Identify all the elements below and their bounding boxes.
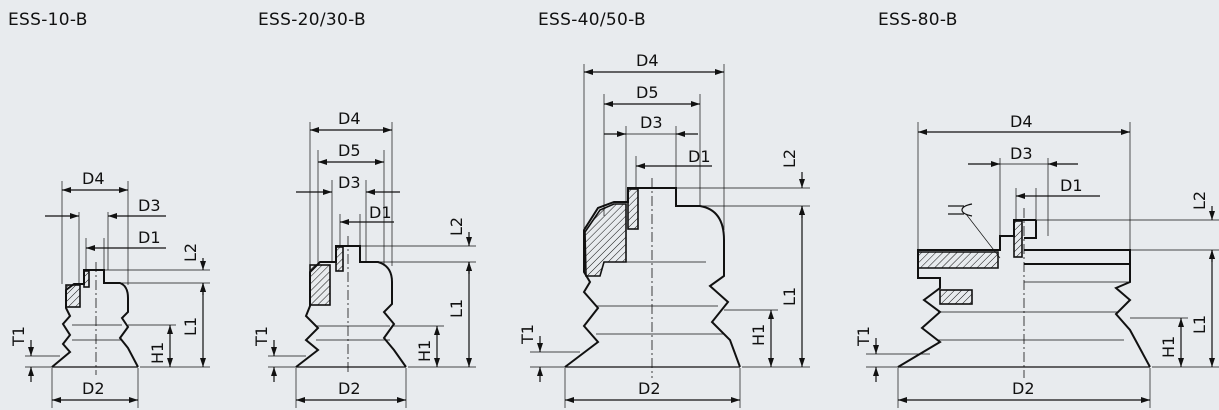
dim-l1: L1: [1190, 315, 1209, 334]
dim-l2: L2: [780, 149, 799, 168]
dim-d5: D5: [636, 83, 659, 102]
dim-d3: D3: [1010, 144, 1033, 163]
dim-d2: D2: [1012, 379, 1035, 398]
dim-d5: D5: [338, 141, 361, 160]
dim-l2: L2: [181, 243, 200, 262]
dim-l2: L2: [1190, 191, 1209, 210]
dim-t1: T1: [854, 326, 873, 347]
dim-l1: L1: [780, 287, 799, 306]
dim-d1: D1: [369, 203, 392, 222]
dim-d2: D2: [638, 379, 661, 398]
view-title-ess-10-b: ESS-10-B: [8, 10, 88, 30]
drawing-ess-40-50-b: D4 D5 D3 D1 L2 L1 H1 T1 D2: [518, 51, 810, 408]
dim-d3: D3: [138, 196, 161, 215]
dim-h1: H1: [1159, 336, 1178, 358]
dim-d4: D4: [338, 109, 361, 128]
dim-d4: D4: [636, 51, 659, 70]
dim-d4: D4: [1010, 112, 1033, 131]
wrench-icon: [948, 203, 1001, 259]
view-title-ess-80-b: ESS-80-B: [878, 10, 958, 30]
dim-l2: L2: [447, 217, 466, 236]
drawing-ess-20-30-b: D4 D5 D3 D1 L2 L1 H1 T1 D2: [252, 109, 476, 408]
dim-t1: T1: [9, 326, 28, 347]
view-title-ess-20-30-b: ESS-20/30-B: [258, 10, 366, 30]
view-title-ess-40-50-b: ESS-40/50-B: [538, 10, 646, 30]
dim-h1: H1: [148, 342, 167, 364]
dim-l1: L1: [447, 299, 466, 318]
dim-d4: D4: [82, 169, 105, 188]
dim-l1: L1: [181, 317, 200, 336]
dim-d1: D1: [138, 228, 161, 247]
dim-h1: H1: [415, 340, 434, 362]
dim-d3: D3: [338, 173, 361, 192]
dim-d2: D2: [338, 379, 361, 398]
drawing-ess-10-b: D4 D3 D1 L2 L1 H1 T1 D2: [9, 169, 210, 408]
dim-t1: T1: [518, 324, 537, 345]
dim-d1: D1: [688, 147, 711, 166]
dim-d1: D1: [1060, 176, 1083, 195]
dim-d2: D2: [82, 379, 105, 398]
dim-d3: D3: [640, 113, 663, 132]
dim-h1: H1: [749, 324, 768, 346]
drawing-ess-80-b: D4 D3 D1 L2 L1 H1 T1 D2: [854, 112, 1219, 408]
dim-t1: T1: [252, 326, 271, 347]
